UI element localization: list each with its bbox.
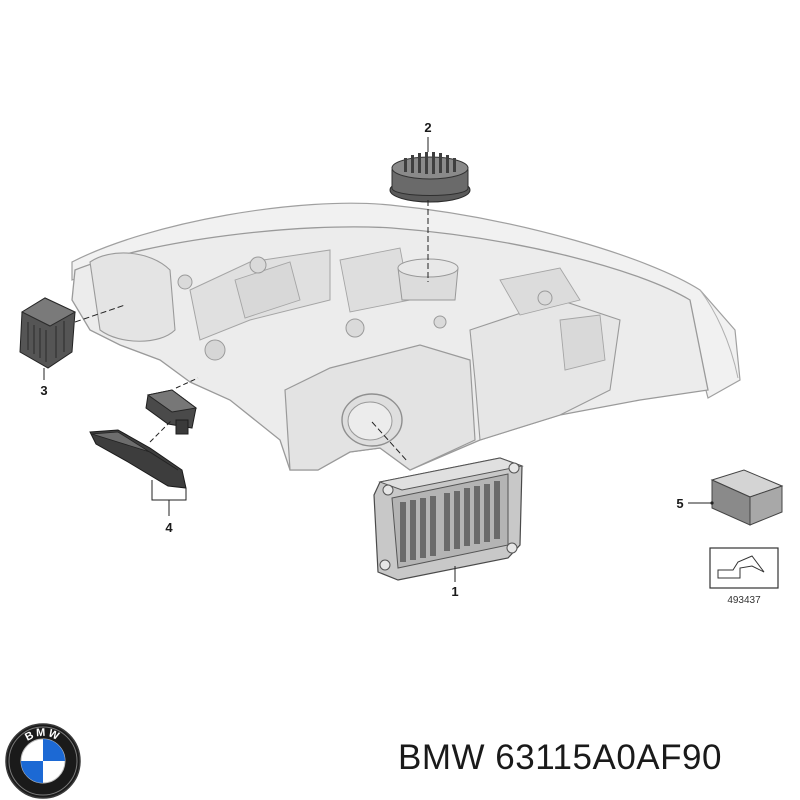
headlight-housing: [71, 202, 741, 471]
part-1-led-control-unit[interactable]: [373, 457, 524, 581]
part-4-gasket-lower[interactable]: [89, 429, 187, 489]
part-number: BMW 63115A0AF90: [398, 738, 722, 777]
leader-bracket-4: [151, 480, 187, 516]
callout-2: 2: [424, 120, 431, 135]
leader-line-4-dashed-a: [175, 377, 199, 389]
headlight-exploded-diagram: 1 2 3 4 5 493437: [19, 120, 784, 606]
leader-line-4-dashed-b: [149, 419, 173, 443]
reference-number: 493437: [727, 595, 761, 606]
reference-symbol: [709, 547, 779, 589]
part-4-bracket-upper[interactable]: [145, 389, 198, 435]
callout-5: 5: [676, 496, 683, 511]
part-3-control-module[interactable]: [19, 297, 77, 369]
callout-1: 1: [451, 584, 458, 599]
bmw-logo: BMW: [5, 723, 81, 799]
callout-4: 4: [165, 520, 173, 535]
bmw-logo-text: BMW: [23, 727, 63, 744]
callout-3: 3: [40, 383, 47, 398]
part-5-box[interactable]: [710, 469, 784, 526]
part-2-led-module[interactable]: [389, 152, 471, 203]
